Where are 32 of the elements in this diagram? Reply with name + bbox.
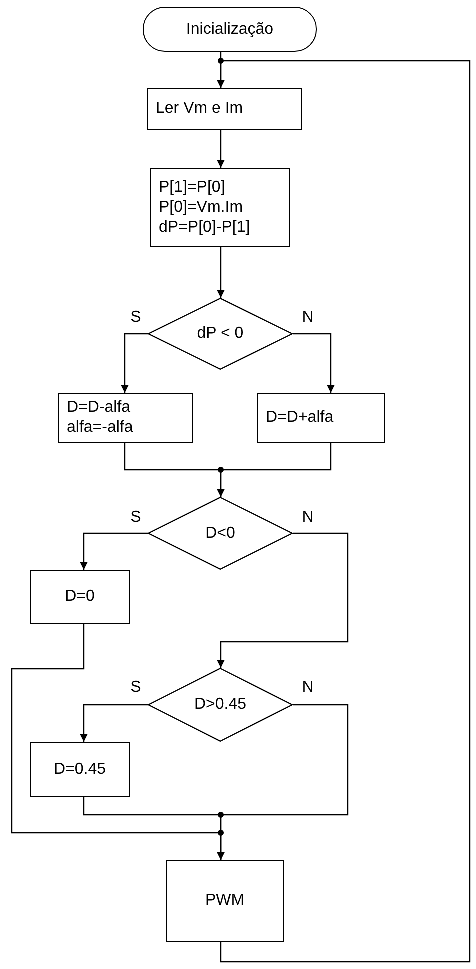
- terminal-box: [143, 7, 317, 52]
- arrow: [217, 532, 349, 668]
- arrow: [80, 704, 148, 742]
- arrow: [121, 333, 148, 393]
- process-box: [257, 393, 385, 443]
- node-text: dP < 0: [197, 324, 244, 344]
- arrow: [83, 797, 225, 860]
- arrow: [217, 130, 225, 168]
- process-box: [150, 168, 290, 247]
- node-text: D<0: [206, 524, 236, 544]
- node-text: D=0.45: [54, 760, 106, 780]
- arrow: [80, 532, 148, 570]
- arrow: [217, 247, 225, 298]
- arrow: [217, 60, 471, 963]
- node-text: alfa=-alfa: [67, 418, 134, 438]
- arrow: [293, 333, 335, 393]
- process-box: [166, 860, 284, 942]
- node-text: D=D+alfa: [266, 408, 334, 428]
- process-box: [147, 88, 302, 130]
- process-box: [30, 570, 130, 624]
- process-box: [30, 742, 130, 797]
- node-text: Inicialização: [186, 20, 274, 40]
- node-text: D=0: [65, 587, 95, 607]
- process-box: [58, 393, 193, 443]
- node-text: P[1]=P[0]: [159, 178, 226, 198]
- node-text: dP=P[0]-P[1]: [159, 218, 250, 238]
- node-text: Ler Vm e Im: [156, 99, 244, 119]
- node-text: D=D-alfa: [67, 398, 131, 418]
- node-text: P[0]=Vm.Im: [159, 198, 244, 218]
- node-text: PWM: [205, 891, 245, 911]
- arrow: [217, 443, 332, 497]
- node-text: D>0.45: [194, 695, 247, 715]
